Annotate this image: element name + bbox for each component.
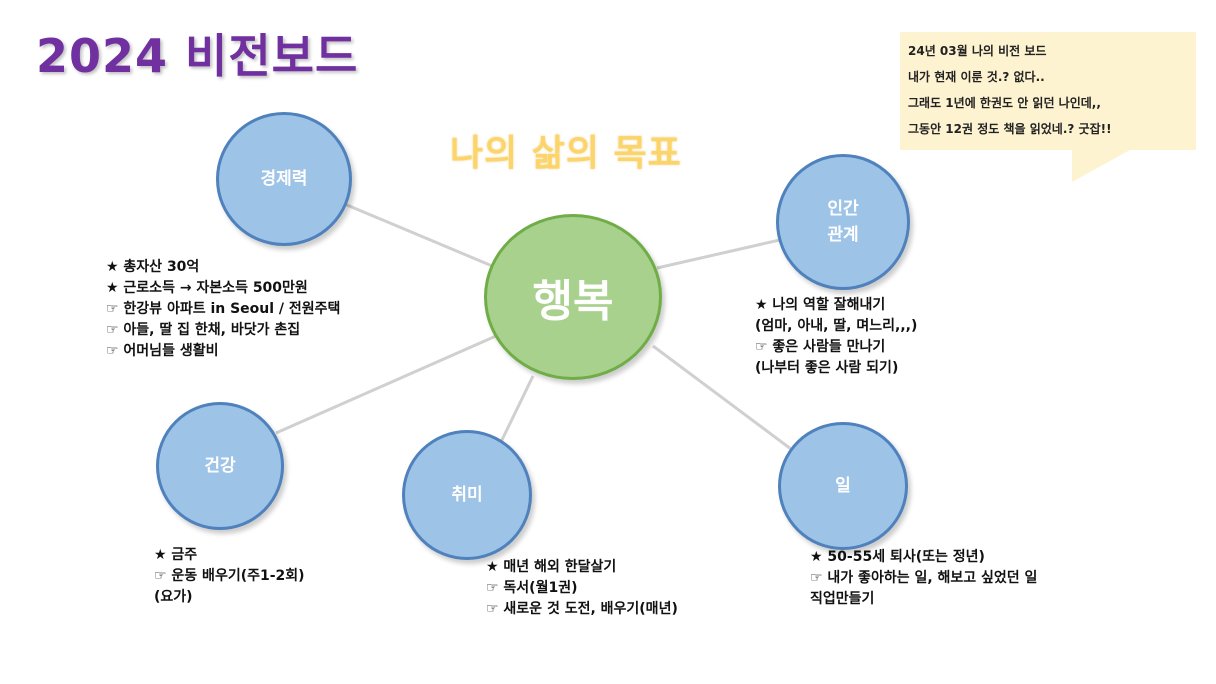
connector-relations bbox=[656, 237, 785, 270]
node-economy: 경제력 bbox=[216, 112, 352, 246]
callout-line: 그래도 1년에 한권도 안 읽던 나인데,, bbox=[908, 96, 1101, 110]
note-item: ★ 금주 bbox=[154, 547, 198, 563]
note-item: 직업만들기 bbox=[810, 591, 875, 607]
notes-hobby: ★ 매년 해외 한달살기 ☞ 독서(월1권) ☞ 새로운 것 도전, 배우기(매… bbox=[486, 557, 678, 620]
node-work: 일 bbox=[778, 422, 908, 550]
connector-health bbox=[275, 334, 497, 435]
node-relations: 인간 관계 bbox=[776, 154, 910, 290]
notes-health: ★ 금주 ☞ 운동 배우기(주1-2회) (요가) bbox=[154, 545, 305, 608]
note-item: ☞ 좋은 사람들 만나기 bbox=[755, 339, 886, 355]
center-node-happiness: 행복 bbox=[484, 214, 662, 380]
node-health: 건강 bbox=[156, 402, 284, 530]
callout-line: 내가 현재 이룬 것.? 없다.. bbox=[908, 70, 1045, 84]
note-item: (엄마, 아내, 딸, 며느리,,,) bbox=[755, 318, 918, 334]
callout-bubble: 24년 03월 나의 비전 보드 내가 현재 이룬 것.? 없다.. 그래도 1… bbox=[900, 32, 1196, 182]
node-label: 취미 bbox=[451, 485, 483, 505]
node-label: 건강 bbox=[204, 456, 236, 476]
note-item: ☞ 새로운 것 도전, 배우기(매년) bbox=[486, 601, 678, 617]
note-item: ☞ 한강뷰 아파트 in Seoul / 전원주택 bbox=[106, 301, 341, 317]
connector-hobby bbox=[498, 375, 535, 445]
note-item: (요가) bbox=[154, 589, 193, 605]
note-item: ☞ 아들, 딸 집 한채, 바닷가 촌집 bbox=[106, 322, 301, 338]
note-item: ☞ 어머님들 생활비 bbox=[106, 343, 219, 359]
center-label: 행복 bbox=[532, 276, 614, 327]
callout-line: 그동안 12권 정도 책을 읽었네.? 굿잡!! bbox=[908, 122, 1112, 136]
note-item: ☞ 운동 배우기(주1-2회) bbox=[154, 568, 305, 584]
notes-relations: ★ 나의 역할 잘해내기 (엄마, 아내, 딸, 며느리,,,) ☞ 좋은 사람… bbox=[755, 295, 917, 379]
callout-line: 24년 03월 나의 비전 보드 bbox=[908, 44, 1047, 58]
note-item: ★ 총자산 30억 bbox=[106, 259, 200, 275]
note-item: (나부터 좋은 사람 되기) bbox=[755, 360, 899, 376]
diagram-subtitle: 나의 삶의 목표 bbox=[450, 133, 682, 174]
connector-work bbox=[652, 344, 796, 454]
page-title: 2024 비전보드 bbox=[36, 29, 359, 83]
connector-economy bbox=[334, 198, 498, 270]
callout-body: 24년 03월 나의 비전 보드 내가 현재 이룬 것.? 없다.. 그래도 1… bbox=[900, 32, 1196, 150]
note-item: ☞ 독서(월1권) bbox=[486, 580, 578, 596]
note-item: ★ 매년 해외 한달살기 bbox=[486, 559, 617, 575]
node-label-line2: 관계 bbox=[827, 225, 859, 245]
notes-economy: ★ 총자산 30억 ★ 근로소득 → 자본소득 500만원 ☞ 한강뷰 아파트 … bbox=[106, 257, 340, 362]
node-label-line1: 인간 bbox=[827, 199, 859, 219]
callout-tail bbox=[1072, 150, 1130, 182]
notes-work: ★ 50-55세 퇴사(또는 정년) ☞ 내가 좋아하는 일, 해보고 싶었던 … bbox=[810, 547, 1037, 610]
note-item: ★ 근로소득 → 자본소득 500만원 bbox=[106, 280, 308, 296]
node-label: 일 bbox=[835, 476, 851, 496]
node-label: 경제력 bbox=[260, 169, 308, 189]
note-item: ★ 50-55세 퇴사(또는 정년) bbox=[810, 549, 985, 565]
node-hobby: 취미 bbox=[402, 430, 532, 560]
note-item: ☞ 내가 좋아하는 일, 해보고 싶었던 일 bbox=[810, 570, 1038, 586]
note-item: ★ 나의 역할 잘해내기 bbox=[755, 297, 886, 313]
